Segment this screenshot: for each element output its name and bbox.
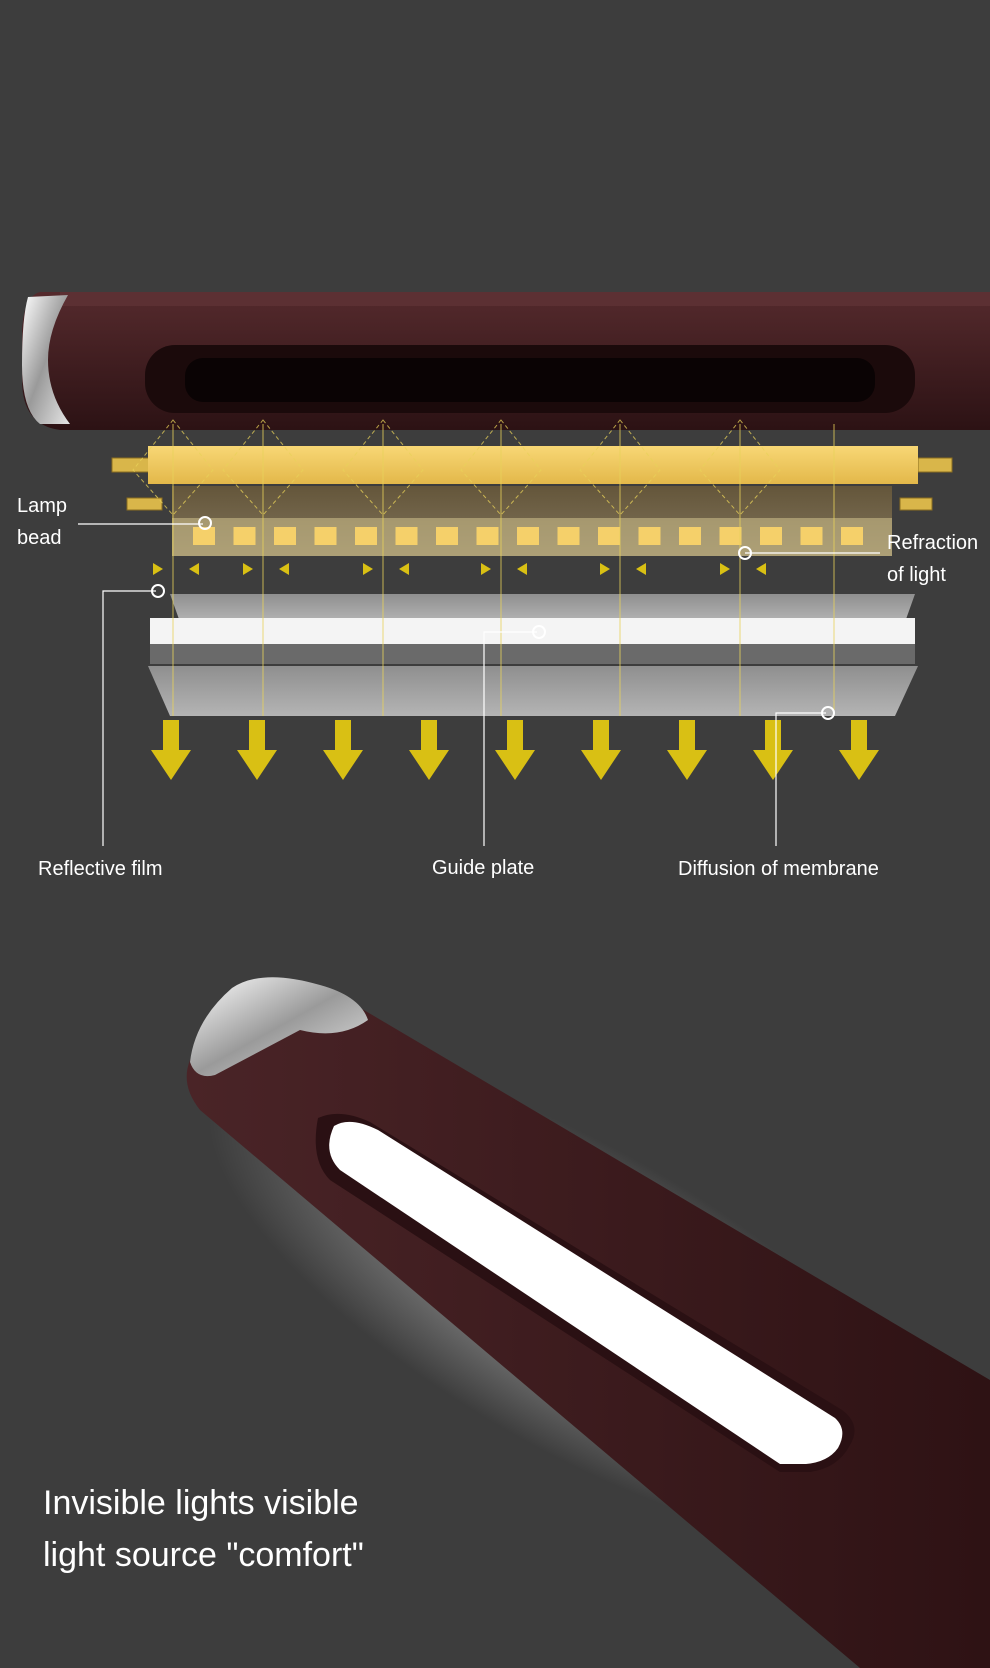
lamp-bead	[517, 527, 539, 545]
refraction-ray	[579, 419, 661, 516]
refraction-arrow	[720, 563, 730, 575]
chrome-cap	[22, 295, 70, 424]
guide-lines	[172, 424, 835, 716]
tagline-line1: Invisible lights visible	[43, 1484, 359, 1522]
refraction-arrow	[756, 563, 766, 575]
lamp-bead-label-line1: Lamp	[17, 495, 68, 517]
light-arrow	[151, 720, 191, 780]
lamp-beads	[193, 527, 863, 545]
lamp-bead	[719, 527, 742, 545]
light-arrow	[753, 720, 793, 780]
lamp-bead	[800, 527, 823, 545]
refraction-arrow	[481, 563, 491, 575]
refraction-ray	[222, 419, 304, 516]
refraction-ray	[132, 419, 214, 516]
lamp-bead	[395, 527, 418, 545]
lamp-bead	[841, 527, 863, 545]
light-window	[185, 358, 875, 402]
refraction-ray	[699, 419, 781, 516]
mounting-tabs	[111, 457, 953, 511]
light-arrow	[581, 720, 621, 780]
refraction-arrow	[363, 563, 373, 575]
refraction-arrow	[243, 563, 253, 575]
lamp-bead	[233, 527, 256, 545]
lamp-bead	[679, 527, 701, 545]
lamp-bead-label-line2: bead	[17, 527, 62, 549]
lamp-bead	[760, 527, 782, 545]
lamp-bead-label: Lamp bead	[17, 490, 67, 554]
refraction-ray	[460, 419, 542, 516]
refraction-arrow	[279, 563, 289, 575]
lamp-photo	[186, 977, 990, 1668]
lamp-bead	[274, 527, 296, 545]
lamp-bead	[638, 527, 661, 545]
light-arrow	[839, 720, 879, 780]
refraction-label: Refraction of light	[887, 527, 978, 591]
refraction-ray	[342, 419, 424, 516]
refraction-arrow	[399, 563, 409, 575]
callouts	[78, 516, 880, 846]
lamp-head-top-edge	[60, 292, 990, 306]
lamp-bead	[598, 527, 620, 545]
lamp-bead	[436, 527, 458, 545]
refraction-label-line1: Refraction	[887, 532, 979, 554]
lamp-head-top	[22, 292, 990, 430]
diffusion-membrane-layer	[148, 666, 918, 716]
exploded-layers	[111, 419, 953, 780]
lamp-bead	[355, 527, 377, 545]
tagline: Invisible lights visible light source "c…	[43, 1477, 364, 1581]
light-arrow	[409, 720, 449, 780]
tagline-line2: light source "comfort"	[43, 1536, 364, 1574]
led-strip-board	[148, 446, 918, 484]
lamp-bead	[476, 527, 499, 545]
refraction-label-line2: of light	[887, 564, 946, 586]
lamp-bead	[314, 527, 337, 545]
light-arrows	[151, 720, 879, 780]
lamp-bead	[557, 527, 580, 545]
reflective-film-layer	[170, 594, 915, 622]
guide-plate-label: Guide plate	[432, 857, 535, 879]
refraction-rays	[132, 419, 781, 575]
guide-plate-leader	[483, 631, 537, 846]
glowing-light-panel	[329, 1121, 843, 1464]
reflective-film-label: Reflective film	[38, 858, 163, 880]
refraction-arrow	[153, 563, 163, 575]
light-arrow	[495, 720, 535, 780]
refraction-arrow	[189, 563, 199, 575]
reflective-film-leader	[102, 590, 156, 846]
light-arrow	[237, 720, 277, 780]
lamp-bead	[193, 527, 215, 545]
diffusion-leader	[775, 712, 826, 846]
diffusion-label: Diffusion of membrane	[678, 858, 879, 880]
refraction-arrow	[600, 563, 610, 575]
light-arrow	[667, 720, 707, 780]
refraction-arrow	[636, 563, 646, 575]
refraction-arrow	[517, 563, 527, 575]
lamp-chrome-tip	[190, 977, 368, 1077]
light-arrow	[323, 720, 363, 780]
